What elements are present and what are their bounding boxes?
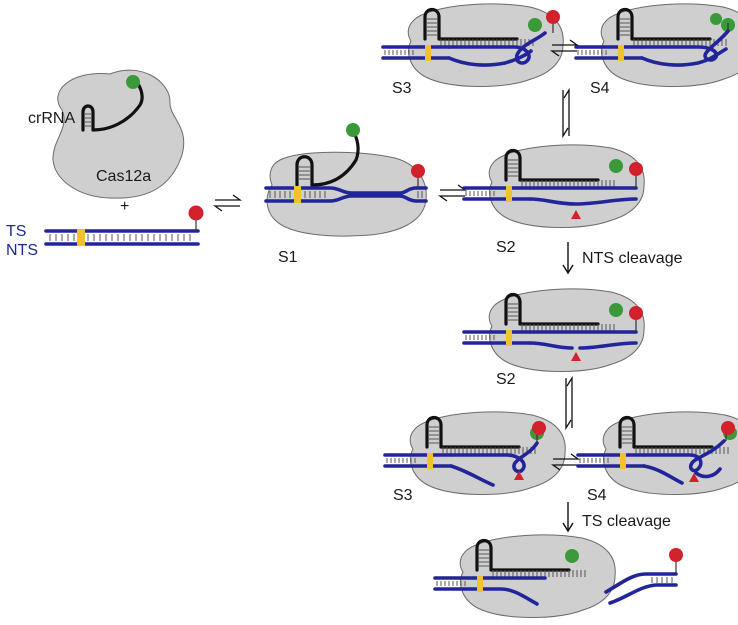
- double-harpoon-arrow-icon: [565, 375, 573, 431]
- state-s4-top-complex: [576, 4, 738, 87]
- double-harpoon-arrow-icon: [437, 184, 468, 202]
- double-harpoon-arrow-icon: [550, 453, 581, 471]
- s2-top-label: S2: [496, 239, 516, 256]
- pam-marker: [77, 229, 85, 246]
- state-s3-top-complex: [383, 4, 563, 87]
- target-dna-duplex: [44, 205, 204, 246]
- s4-top-label: S4: [590, 80, 610, 97]
- ts-label: TS: [6, 223, 26, 240]
- nts-label: NTS: [6, 242, 38, 259]
- state-s1-complex: [264, 123, 428, 237]
- double-harpoon-arrow-icon: [212, 194, 243, 212]
- s3-top-label: S3: [392, 80, 412, 97]
- double-harpoon-arrow-icon: [549, 39, 580, 57]
- state-s2-cleaved-complex: [464, 289, 644, 372]
- s1-label: S1: [278, 249, 298, 266]
- red-triangle-icon: [689, 473, 699, 482]
- ts-cleavage-label: TS cleavage: [582, 513, 671, 530]
- green-dot-icon: [346, 123, 360, 137]
- plus-sign: +: [120, 198, 129, 215]
- crrna-label: crRNA: [28, 110, 75, 127]
- released-dna-fragment: [604, 548, 683, 605]
- red-lollipop-icon: [411, 164, 425, 178]
- red-lollipop-icon: [669, 548, 683, 562]
- state-s2-complex: [464, 145, 644, 228]
- free-cas12a-complex: [52, 69, 185, 199]
- s3-bottom-label: S3: [393, 487, 413, 504]
- final-cleaved-complex: [433, 534, 616, 618]
- cas12a-label: Cas12a: [96, 168, 151, 185]
- red-triangle-icon: [571, 352, 581, 361]
- red-lollipop-icon: [188, 205, 204, 221]
- s4-bottom-label: S4: [587, 487, 607, 504]
- down-arrow-icon: [562, 242, 574, 275]
- down-arrow-icon: [562, 502, 574, 533]
- green-dot-icon: [126, 75, 140, 89]
- nts-cleavage-label: NTS cleavage: [582, 250, 683, 267]
- s2-mid-label: S2: [496, 371, 516, 388]
- double-harpoon-arrow-icon: [562, 87, 570, 139]
- green-dot-icon: [565, 549, 579, 563]
- state-s4-bottom-complex: [578, 412, 738, 495]
- state-s3-bottom-complex: [385, 412, 565, 495]
- red-triangle-icon: [514, 471, 524, 480]
- red-triangle-icon: [571, 210, 581, 219]
